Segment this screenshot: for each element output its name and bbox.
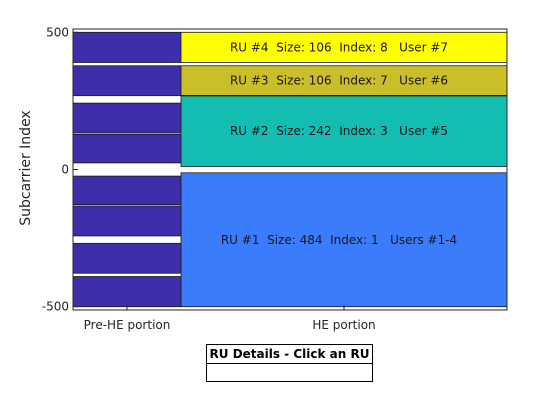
ru-details-panel: RU Details - Click an RU	[206, 344, 373, 382]
ru-details-body	[207, 364, 372, 383]
ru-label-3: RU #2 Size: 242 Index: 3 User #5	[230, 124, 448, 138]
pre-he-segment-4	[72, 133, 182, 164]
y-tick-label-1: 500	[46, 25, 69, 39]
pre-he-segment-7	[72, 242, 182, 274]
x-tick-label-2: HE portion	[312, 318, 375, 332]
y-axis-label: Subcarrier Index	[18, 110, 34, 225]
pre-he-segment-8	[72, 276, 182, 308]
ru-label-7: RU #3 Size: 106 Index: 7 User #6	[230, 74, 448, 88]
ru-details-title: RU Details - Click an RU	[207, 345, 372, 364]
ru-label-8: RU #4 Size: 106 Index: 8 User #7	[230, 40, 448, 54]
y-tick-label-3: -500	[42, 300, 69, 314]
pre-he-segment-3	[72, 102, 182, 134]
ru-labels: RU #4 Size: 106 Index: 8 User #7 RU #3 Si…	[221, 40, 457, 246]
y-tick-label-2: 0	[61, 163, 69, 177]
ru-bar-1[interactable]	[180, 172, 508, 308]
ru-bar-7[interactable]	[180, 65, 508, 96]
pre-he-segment-2	[72, 65, 182, 97]
chart-bars	[72, 31, 508, 308]
ru-bar-8[interactable]	[180, 31, 508, 63]
pre-he-segment-1	[72, 31, 182, 63]
pre-he-segment-5	[72, 175, 182, 206]
ru-label-1: RU #1 Size: 484 Index: 1 Users #1-4	[221, 233, 457, 247]
x-tick-label-1: Pre-HE portion	[84, 318, 171, 332]
pre-he-segment-6	[72, 205, 182, 237]
